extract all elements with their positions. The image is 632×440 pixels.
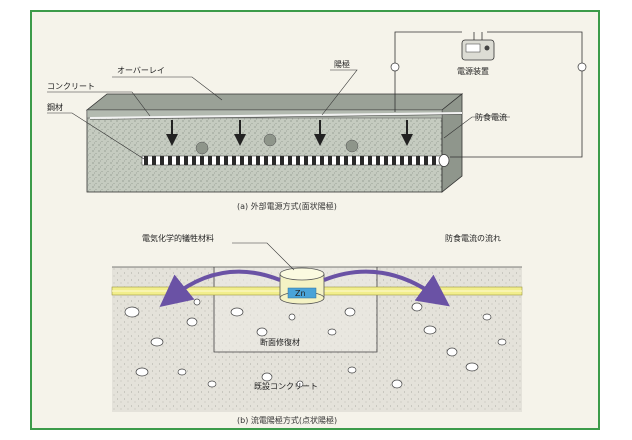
concrete-side-face bbox=[441, 93, 463, 193]
wire-negative bbox=[450, 31, 583, 158]
caption-a: (a) 外部電源方式(面状陽極) bbox=[237, 201, 337, 211]
sacrificial-material-label: 電気化学的犠牲材料 bbox=[142, 233, 214, 243]
concrete-leader bbox=[47, 91, 151, 117]
anode-leader bbox=[321, 69, 358, 116]
steel-rebar bbox=[141, 155, 443, 166]
minus-terminal-icon bbox=[577, 62, 587, 72]
aggregate-stone bbox=[263, 133, 277, 147]
anode-label: 陽極 bbox=[334, 59, 350, 69]
power-unit-icon bbox=[461, 32, 495, 61]
anode-line bbox=[89, 112, 463, 119]
steel-label: 鋼材 bbox=[47, 102, 63, 112]
current-flow-arrow-right bbox=[323, 269, 450, 307]
protective-current-label: 防食電流 bbox=[475, 112, 507, 122]
current-flow-label: 防食電流の流れ bbox=[445, 233, 501, 243]
figure-frame: オーバーレイ 陽極 コンクリート 鋼材 電源装置 防食電流 (a) 外部電源方式… bbox=[30, 10, 600, 430]
aggregate-stone bbox=[195, 141, 209, 155]
diagram-b: Zn 電気化学的犠牲材料 防食電流の流れ 断面修復材 既設コンクリート (b) … bbox=[111, 233, 523, 425]
plus-terminal-icon bbox=[390, 62, 400, 72]
overlay-top-face bbox=[85, 93, 464, 111]
existing-concrete-label: 既設コンクリート bbox=[254, 381, 318, 391]
overlay-label: オーバーレイ bbox=[117, 66, 165, 75]
zn-label: Zn bbox=[295, 289, 306, 298]
repair-region-outline bbox=[213, 267, 378, 353]
aggregate-stones bbox=[124, 298, 507, 389]
sacrificial-leader bbox=[232, 242, 295, 271]
concrete-front-face bbox=[86, 109, 443, 193]
aggregate-stone bbox=[345, 139, 359, 153]
current-flow-arrow-left bbox=[159, 269, 281, 307]
caption-b: (b) 流電陽極方式(点状陽極) bbox=[237, 415, 337, 425]
current-leader bbox=[443, 116, 510, 139]
steel-rebar-end bbox=[438, 154, 450, 167]
steel-leader bbox=[47, 112, 145, 160]
zn-anode-icon bbox=[279, 267, 325, 305]
concrete-label: コンクリート bbox=[47, 82, 95, 91]
diagram-a: オーバーレイ 陽極 コンクリート 鋼材 電源装置 防食電流 (a) 外部電源方式… bbox=[47, 31, 587, 211]
anticorrosion-diagram: オーバーレイ 陽極 コンクリート 鋼材 電源装置 防食電流 (a) 外部電源方式… bbox=[47, 31, 587, 425]
power-unit-label: 電源装置 bbox=[457, 66, 489, 76]
wire-positive bbox=[394, 31, 462, 112]
overlay-leader bbox=[112, 76, 223, 101]
repair-material-label: 断面修復材 bbox=[260, 337, 300, 347]
